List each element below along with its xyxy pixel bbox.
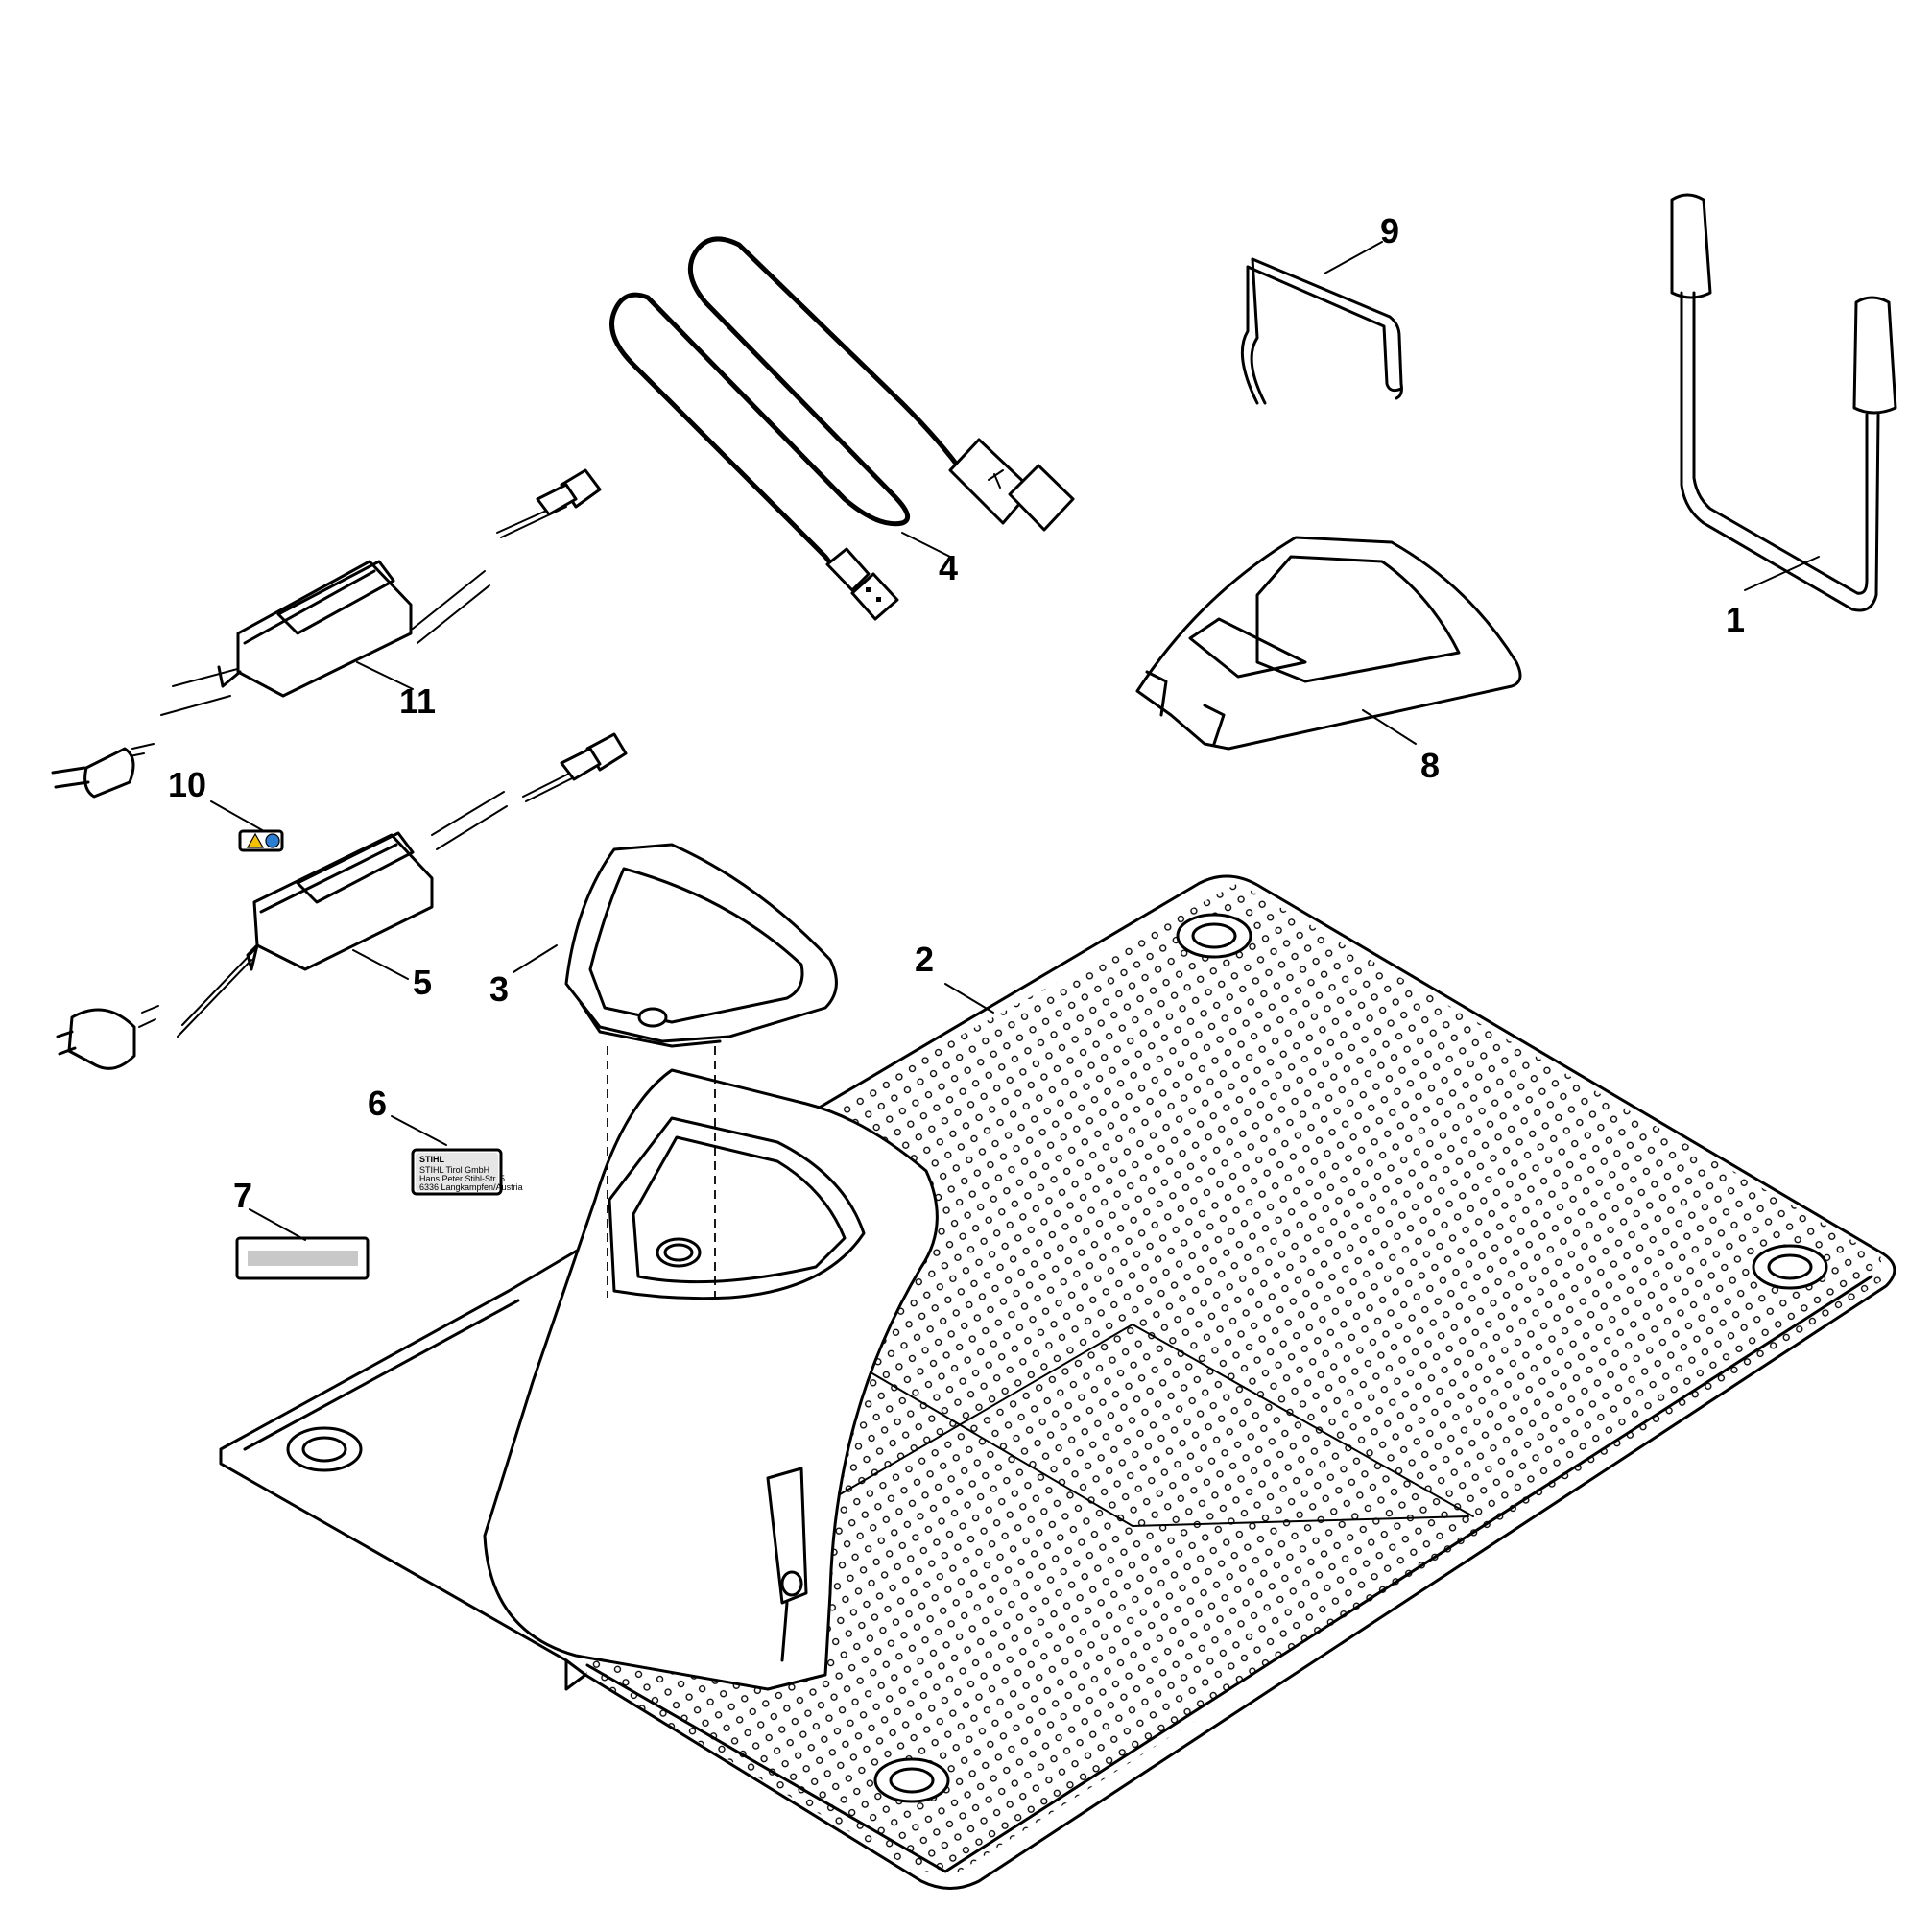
usb-cable xyxy=(609,236,1075,621)
mounting-hole xyxy=(1752,1244,1828,1290)
warning-label xyxy=(238,829,284,852)
callout-1: 1 xyxy=(1726,600,1745,639)
info-circle-icon xyxy=(265,833,280,848)
eu-plug-icon xyxy=(56,1008,136,1070)
callout-9: 9 xyxy=(1380,211,1399,250)
warning-triangle-icon xyxy=(246,832,265,848)
callout-numbers: 1 2 3 4 5 6 7 8 9 10 11 xyxy=(168,211,1745,1215)
callout-2: 2 xyxy=(915,940,934,979)
callout-7: 7 xyxy=(233,1176,252,1215)
mounting-hole xyxy=(286,1426,363,1472)
callout-10: 10 xyxy=(168,765,206,804)
power-supply-us xyxy=(51,468,602,799)
mounting-hole xyxy=(1176,913,1252,959)
power-supply-eu xyxy=(56,732,628,1070)
usb-a-connector-icon xyxy=(948,438,1075,532)
docking-cover xyxy=(1135,536,1522,751)
type-plate-line-3: 6336 Langkampfen/Austria xyxy=(419,1182,523,1192)
installation-tool xyxy=(1670,193,1897,612)
molex-connector-icon xyxy=(825,547,899,621)
callout-11: 11 xyxy=(399,681,436,721)
type-plate-label: STIHL STIHL Tirol GmbH Hans Peter Stihl-… xyxy=(411,1148,523,1196)
contact-insert xyxy=(564,843,838,1298)
type-plate-line-2: Hans Peter Stihl-Str. 5 xyxy=(419,1174,505,1183)
wire-clip xyxy=(1240,257,1403,405)
leader-lines xyxy=(210,241,1820,1241)
callout-4: 4 xyxy=(939,548,958,587)
blank-label xyxy=(235,1236,370,1280)
type-plate-line-1: STIHL Tirol GmbH xyxy=(419,1165,489,1175)
callout-8: 8 xyxy=(1420,746,1440,785)
callout-5: 5 xyxy=(413,963,432,1002)
us-plug-icon xyxy=(51,747,135,799)
callout-6: 6 xyxy=(368,1084,387,1123)
docking-station-housing xyxy=(483,1068,939,1691)
callout-3: 3 xyxy=(489,969,509,1009)
mounting-hole xyxy=(873,1757,950,1803)
type-plate-brand: STIHL xyxy=(419,1155,445,1164)
